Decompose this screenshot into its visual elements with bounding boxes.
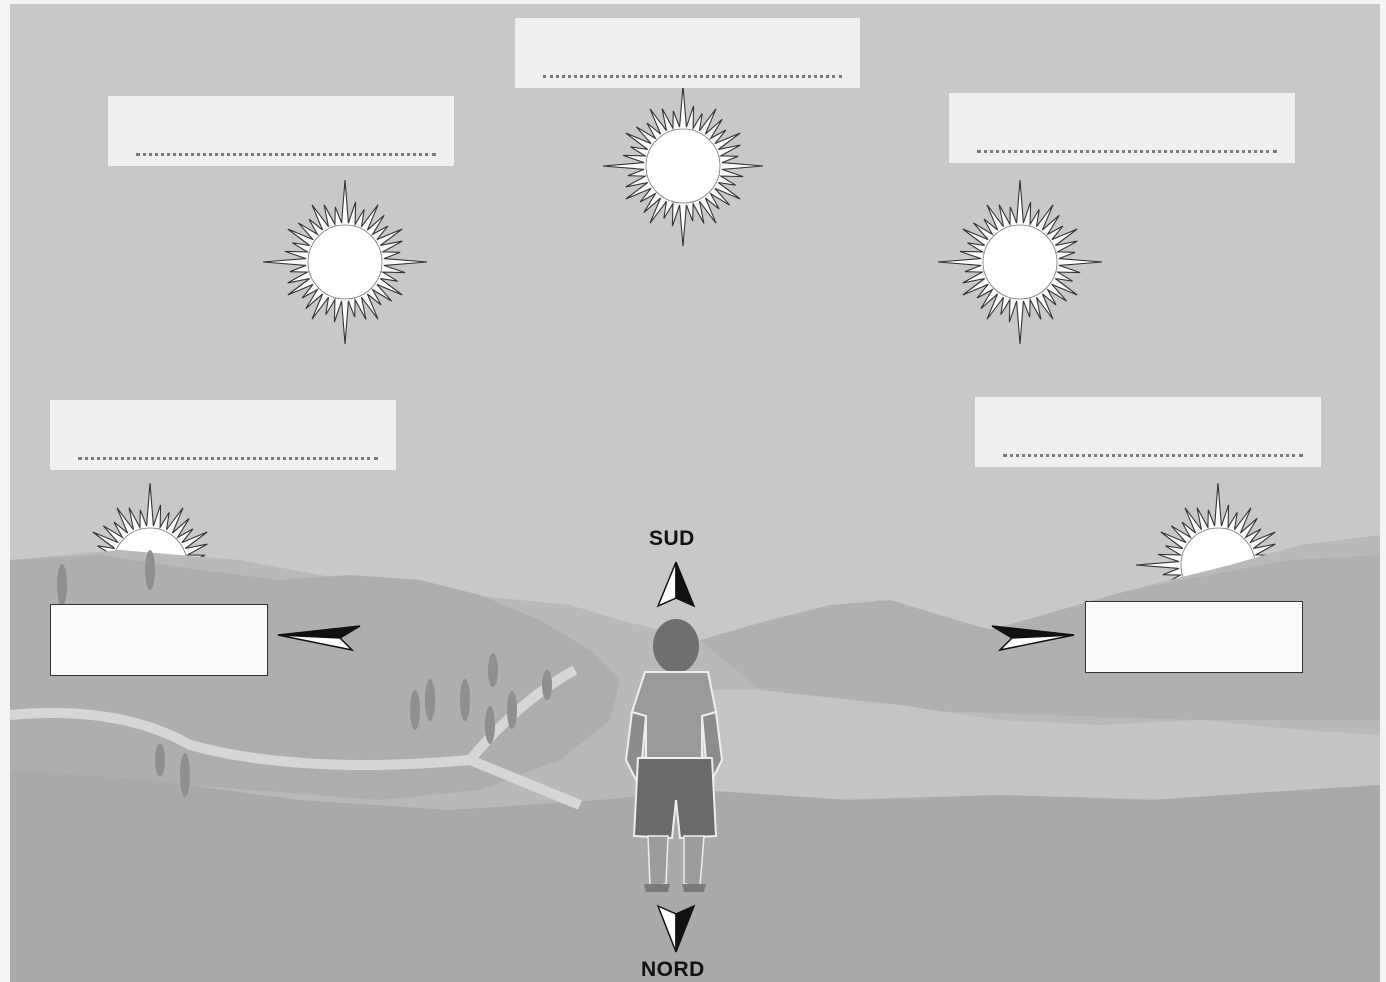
south-label: SUD (649, 527, 695, 551)
cypress-tree (488, 653, 498, 687)
label-box-afternoon[interactable] (949, 93, 1295, 163)
label-box-noon[interactable] (515, 18, 860, 88)
sun-disc (308, 225, 382, 299)
cypress-tree (507, 691, 517, 729)
dotted-line (136, 153, 436, 156)
cypress-tree (57, 564, 67, 606)
label-box-sunset[interactable] (975, 397, 1321, 467)
dotted-line (1003, 454, 1303, 457)
sun-disc (646, 129, 720, 203)
answer-box-east[interactable] (1085, 601, 1303, 673)
cypress-tree (155, 744, 165, 776)
dotted-line (543, 75, 842, 78)
cypress-tree (485, 706, 495, 744)
label-box-morning[interactable] (108, 96, 454, 166)
dotted-line (977, 150, 1277, 153)
sun-disc (983, 225, 1057, 299)
cypress-tree (145, 550, 155, 590)
child-head (653, 619, 699, 673)
answer-box-west[interactable] (50, 604, 268, 676)
north-label: NORD (641, 958, 705, 982)
dotted-line (78, 457, 378, 460)
cypress-tree (542, 670, 552, 700)
cypress-tree (460, 679, 470, 721)
cypress-tree (425, 679, 435, 721)
cypress-tree (180, 753, 190, 797)
cypress-tree (410, 690, 420, 730)
label-box-sunrise[interactable] (50, 400, 396, 470)
